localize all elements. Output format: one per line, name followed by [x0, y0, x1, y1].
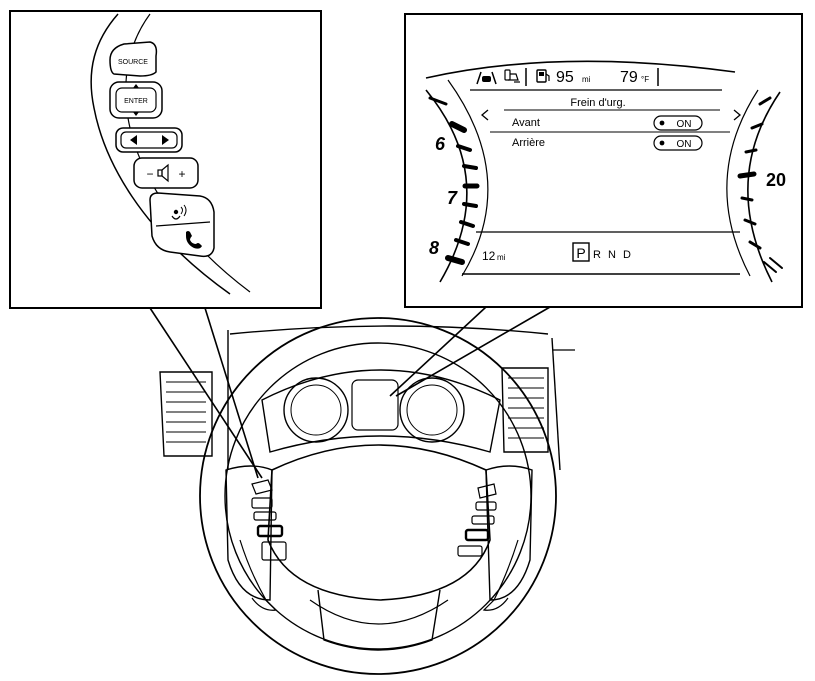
enter-label: ENTER [124, 98, 148, 105]
menu-row-arriere[interactable]: Arrière ON [512, 135, 703, 151]
source-button[interactable]: SOURCE [109, 41, 158, 77]
trip-value: 12 [482, 249, 496, 263]
right-pointer-line-a [389, 306, 487, 397]
mini-volume-button [256, 524, 284, 538]
wheel-bottom-spoke-inner [309, 599, 449, 625]
display-top-edge [425, 60, 736, 79]
tach-label-7: 7 [447, 188, 458, 208]
speaker-icon [157, 163, 169, 183]
left-air-vent [159, 371, 213, 457]
mini-arrow-button [253, 511, 277, 521]
volume-button[interactable]: − + [133, 157, 199, 189]
enter-button[interactable]: ENTER [109, 81, 163, 119]
right-pointer-line-b [395, 306, 551, 397]
callout-pointers [149, 306, 551, 479]
gear-selected: P [576, 245, 585, 261]
phone-icon [186, 231, 202, 249]
tach-label-6: 6 [435, 134, 446, 154]
bottom-row: 12 mi P R N D [476, 231, 740, 263]
steering-wheel [199, 317, 557, 675]
enter-up-arrow-icon [133, 84, 139, 88]
voice-phone-button[interactable] [149, 192, 215, 258]
dashboard [159, 325, 575, 471]
menu-row-avant[interactable]: Avant ON [512, 115, 703, 131]
driver-assist-icon [504, 69, 520, 83]
gear-others: R N D [593, 249, 633, 261]
volume-minus-label: − [146, 167, 153, 181]
outside-temp-value: 79 [620, 69, 638, 86]
wheel-left-spoke [225, 465, 273, 601]
source-label: SOURCE [118, 59, 148, 66]
mini-source-button [251, 479, 273, 495]
binnacle-left-gauge [283, 377, 349, 443]
avant-toggle-dot-icon [659, 120, 665, 126]
speedo-inner-arc [726, 89, 759, 277]
menu-right-arrow-icon[interactable] [733, 109, 742, 121]
left-right-button[interactable] [115, 127, 183, 153]
voice-phone-divider [155, 221, 211, 227]
arriere-toggle[interactable] [653, 135, 703, 151]
right-air-vent-slats [508, 377, 544, 439]
dash-top-edge [229, 325, 549, 335]
tach-label-8: 8 [429, 238, 439, 258]
lane-departure-icon [476, 71, 497, 85]
speedometer: 20 [726, 89, 786, 283]
wheel-rim-outer [199, 317, 557, 675]
speedo-ticks [737, 96, 783, 273]
menu-left-arrow-icon[interactable] [480, 109, 489, 121]
tach-inner-arc [447, 79, 489, 277]
menu-row-avant-label: Avant [512, 117, 540, 129]
trip-unit: mi [497, 253, 506, 262]
wheel-left-switch-cluster [251, 479, 287, 561]
binnacle-right-gauge-inner [406, 384, 458, 436]
fuel-range-value: 95 [556, 69, 574, 86]
right-air-vent [501, 367, 549, 453]
wheel-bottom-spoke [317, 589, 441, 651]
right-arrow-icon [162, 135, 169, 145]
wheel-right-spoke [485, 465, 533, 601]
binnacle-center-display [351, 379, 399, 431]
voice-recognition-icon [171, 204, 187, 220]
enter-down-arrow-icon [133, 112, 139, 116]
left-pointer-line-b [204, 307, 259, 479]
speedo-label-20: 20 [766, 170, 786, 190]
emergency-brake-menu: Frein d'urg. Avant ON Arrière ON [480, 97, 742, 151]
arriere-toggle-state: ON [677, 139, 692, 150]
outside-temp-unit: °F [641, 75, 649, 84]
dash-right-edge [551, 337, 561, 471]
left-paddle [239, 539, 278, 611]
left-arrow-icon [130, 135, 137, 145]
binnacle-right-gauge [399, 377, 465, 443]
wheel-right-switch-cluster [457, 483, 497, 557]
binnacle-outline [261, 369, 501, 453]
fuel-range-unit: mi [582, 75, 591, 84]
right-paddle [482, 539, 519, 611]
right-callout: 6 7 8 20 [404, 13, 803, 308]
gear-selected-box [572, 242, 590, 262]
menu-row-arriere-label: Arrière [512, 137, 545, 149]
tachometer: 6 7 8 [425, 79, 489, 283]
tach-ticks [428, 96, 480, 265]
avant-toggle[interactable] [653, 115, 703, 131]
status-row: 95 mi 79 °F [470, 68, 722, 91]
menu-title: Frein d'urg. [570, 97, 625, 109]
speedo-outer-arc [747, 91, 781, 283]
wheel-hub [267, 444, 491, 601]
mini-enter-button [251, 497, 273, 509]
arriere-toggle-dot-icon [659, 140, 665, 146]
mini-voice-button [261, 541, 287, 561]
left-callout: SOURCE ENTER − + [9, 10, 322, 309]
left-air-vent-slats [166, 381, 206, 443]
avant-toggle-state: ON [677, 119, 692, 130]
left-pointer-line-a [149, 307, 263, 479]
binnacle-left-gauge-inner [290, 384, 342, 436]
fuel-pump-icon [536, 69, 550, 83]
volume-plus-label: + [178, 167, 185, 181]
